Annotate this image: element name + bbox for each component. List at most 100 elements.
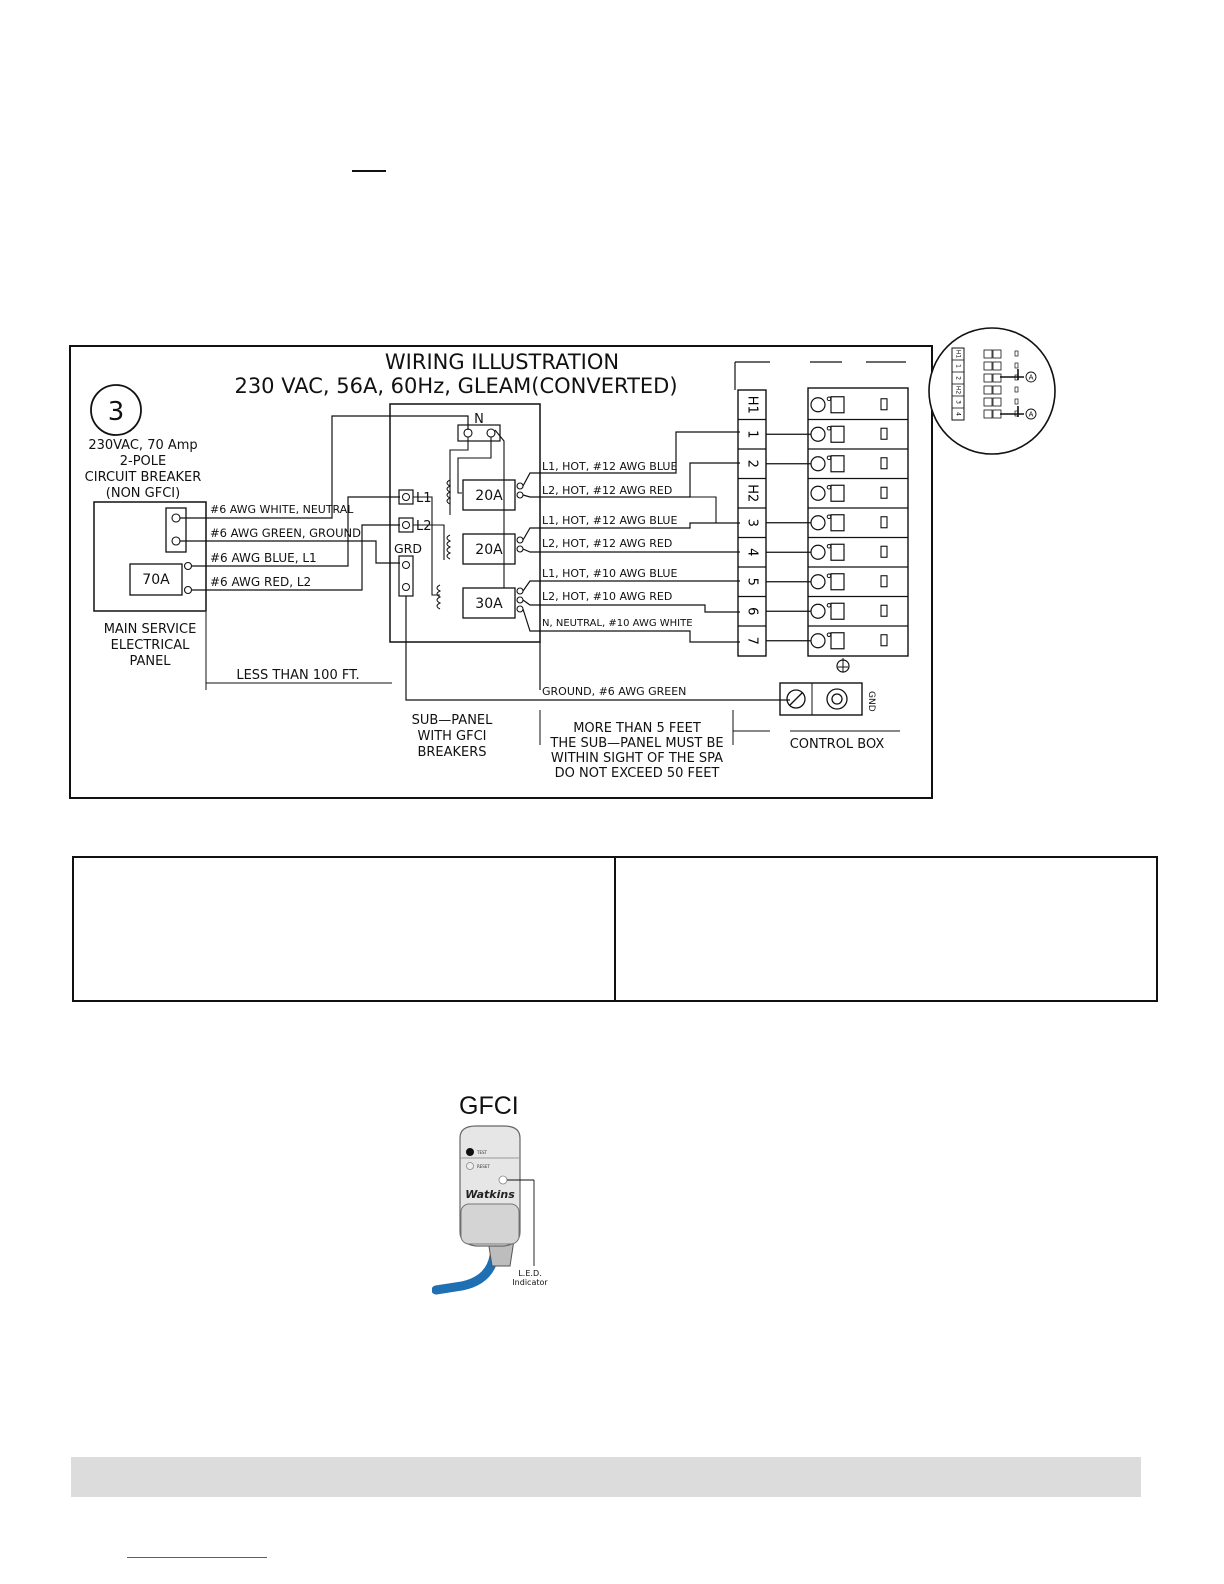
terminal-tab	[880, 545, 888, 558]
subpanel-label: SUB—PANEL	[412, 713, 494, 728]
terminal-clamp	[830, 455, 845, 473]
info-table	[72, 856, 1158, 1002]
distance-note: THE SUB—PANEL MUST BE	[549, 736, 723, 751]
breaker-info-line: 2-POLE	[120, 454, 167, 469]
main-panel-label: ELECTRICAL	[111, 638, 191, 653]
reset-label: RESET	[477, 1164, 490, 1169]
terminal-screw-icon	[810, 426, 826, 442]
diagram-subtitle: 230 VAC, 56A, 60Hz, GLEAM(CONVERTED)	[234, 374, 677, 398]
terminal-screw-icon	[810, 574, 826, 590]
breaker-info-line: 230VAC, 70 Amp	[88, 438, 197, 453]
inset-terminal-label: 2	[955, 376, 962, 380]
branch-wire-label: L1, HOT, #12 AWG BLUE	[542, 460, 677, 473]
terminal-label: H1	[745, 396, 760, 414]
l1-label: L1	[416, 491, 432, 506]
terminal-clamp	[830, 484, 845, 502]
underline-mark	[352, 170, 386, 172]
terminal-tab	[880, 634, 888, 647]
feed-wire-label: #6 AWG BLUE, L1	[210, 551, 317, 565]
terminal-clamp	[830, 425, 845, 443]
step-circle	[90, 384, 142, 436]
diagram-frame	[69, 345, 933, 799]
info-cell-right	[614, 858, 1156, 1000]
terminal-tab	[880, 486, 888, 499]
feed-wire-label: #6 AWG RED, L2	[210, 575, 311, 589]
terminal-screw-icon	[810, 633, 826, 649]
neutral-bar	[457, 424, 501, 442]
breaker-label: 20A	[475, 542, 503, 558]
gnd-label: GND	[866, 691, 876, 712]
distance-note: DO NOT EXCEED 50 FEET	[555, 766, 720, 781]
led-indicator-icon	[498, 1175, 508, 1185]
terminal-clamp	[830, 602, 845, 620]
ground-label: GRD	[394, 541, 422, 556]
terminal-clamp	[830, 543, 845, 561]
neutral-ground-bar	[165, 507, 187, 553]
branch-wire-label: L1, HOT, #10 AWG BLUE	[542, 567, 677, 580]
terminal-clamp	[830, 573, 845, 591]
inset-marker: A	[1029, 374, 1034, 382]
distance-label: LESS THAN 100 FT.	[236, 668, 359, 683]
terminal-screw-icon	[810, 485, 826, 501]
inset-terminal-label: 3	[955, 400, 962, 404]
branch-wire-label: N, NEUTRAL, #10 AWG WHITE	[542, 618, 693, 629]
main-panel	[93, 501, 207, 612]
control-box-label: CONTROL BOX	[790, 737, 885, 752]
breaker-20a-1	[462, 479, 516, 511]
terminal-tab	[880, 516, 888, 529]
terminal-block: H1 1 2H2 3 4 5 6 7	[737, 389, 811, 657]
terminal-screw-icon	[810, 456, 826, 472]
terminal-label: 2	[745, 460, 760, 468]
feed-wire-label: #6 AWG WHITE, NEUTRAL	[210, 503, 354, 516]
terminal-label: 1	[745, 430, 760, 438]
terminal-label: 7	[745, 637, 760, 645]
terminal-label: 6	[745, 607, 760, 615]
terminal-screw-icon	[810, 603, 826, 619]
terminal-label: H2	[745, 484, 760, 502]
terminal-tab	[880, 575, 888, 588]
diagram-title: WIRING ILLUSTRATION	[385, 350, 619, 374]
inset-marker: A	[1029, 411, 1034, 419]
sub-panel	[389, 403, 541, 643]
breaker-20a-2	[462, 533, 516, 565]
control-box-ground-block	[779, 682, 863, 716]
main-panel-label: PANEL	[129, 654, 171, 669]
main-breaker-70a	[129, 563, 183, 596]
terminal-label: 3	[745, 519, 760, 527]
inset-terminal-label: H2	[955, 386, 962, 395]
terminal-tab	[880, 457, 888, 470]
terminal-screw-icon	[810, 515, 826, 531]
footer-bar	[71, 1457, 1141, 1497]
breaker-info-line: (NON GFCI)	[106, 486, 180, 501]
distance-note: MORE THAN 5 FEET	[573, 721, 701, 736]
step-number: 3	[108, 397, 125, 427]
terminal-tab	[880, 427, 888, 440]
control-board	[807, 387, 909, 657]
branch-wire-label: L2, HOT, #12 AWG RED	[542, 484, 672, 497]
distance-note: WITHIN SIGHT OF THE SPA	[551, 751, 723, 766]
subpanel-label: WITH GFCI	[418, 729, 487, 744]
terminal-label: 4	[745, 548, 760, 556]
test-label: TEST	[476, 1150, 488, 1155]
terminal-screw-icon	[810, 544, 826, 560]
terminal-clamp	[830, 514, 845, 532]
info-cell-left	[74, 858, 614, 1000]
brand-label: Watkins	[465, 1188, 515, 1201]
breaker-label: 30A	[475, 596, 503, 612]
wiring-diagram: WIRING ILLUSTRATION 230 VAC, 56A, 60Hz, …	[69, 327, 1056, 799]
main-panel-label: MAIN SERVICE	[104, 622, 197, 637]
subpanel-label: BREAKERS	[417, 745, 486, 760]
feed-wire-label: #6 AWG GREEN, GROUND	[210, 526, 361, 540]
feed-wires	[180, 415, 469, 591]
terminal-label: 5	[745, 578, 760, 586]
terminal-clamp	[830, 396, 845, 414]
breaker-label: 20A	[475, 488, 503, 504]
l1-terminal	[398, 489, 414, 505]
terminal-tab	[880, 398, 888, 411]
main-breaker-label: 70A	[142, 572, 170, 588]
l2-label: L2	[416, 519, 432, 534]
inset-terminal-label: H1	[955, 350, 962, 359]
breaker-info-line: CIRCUIT BREAKER	[85, 470, 202, 485]
reset-button-icon	[466, 1162, 474, 1170]
